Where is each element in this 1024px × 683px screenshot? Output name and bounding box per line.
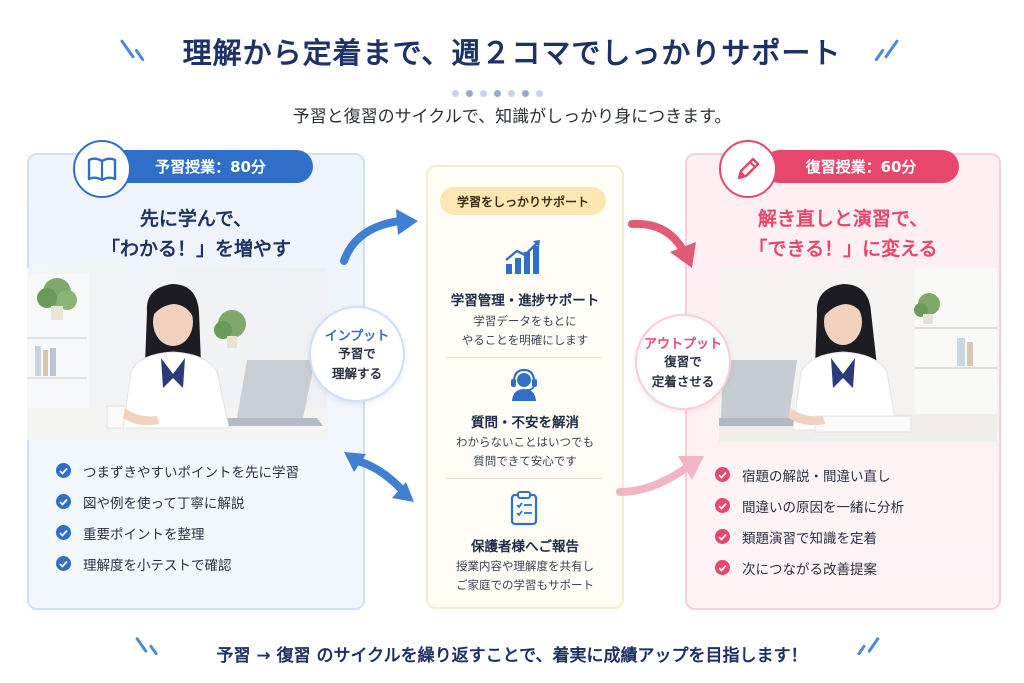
check-icon [715,498,730,513]
headset-icon [511,368,537,401]
list-item-text: 類題演習で知識を定着 [742,530,877,547]
support-pill-label: 学習をしっかりサポート [456,194,589,209]
page-title: 理解から定着まで、週２コマでしっかりサポート [182,36,842,70]
list-item: 図や例を使って丁寧に解説 [56,486,346,517]
preview-lesson-pill-label: 予習授業：80分 [155,158,266,176]
review-heading-line1: 解き直しと演習で、 [757,208,929,230]
support-pill: 学習をしっかりサポート [440,187,606,215]
divider [446,478,602,479]
support-section-desc-line: わからないことはいつでも [456,435,594,449]
list-item: 理解度を小テストで確認 [56,548,346,579]
review-heading: 解き直しと演習で、 「できる！」に変える [685,204,1001,264]
review-lesson-pill: 復習授業：60分 [763,150,959,183]
pencil-icon [737,157,760,180]
list-item: 宿題の解説・間違い直し [715,459,990,490]
output-bubble: アウトプット 復習で 定着させる [635,314,731,410]
support-section-title: 質問・不安を解消 [471,415,579,431]
list-item: 次につながる改善提案 [715,552,990,583]
support-section-desc-line: やることを明確にします [461,333,589,347]
support-panel [426,165,624,609]
student-study-photo [27,268,327,440]
review-heading-line2: 「できる！」に変える [748,238,938,260]
preview-heading-line1: 先に学んで、 [139,208,253,230]
list-item-text: 間違いの原因を一緒に分析 [742,499,904,516]
pencil-badge [719,140,777,198]
arrow-bottom-left [344,452,414,502]
book-icon [87,157,117,182]
list-item: 間違いの原因を一緒に分析 [715,490,990,521]
list-item: つまずきやすいポイントを先に学習 [56,455,346,486]
check-icon [56,463,71,478]
check-icon [56,525,71,540]
list-item-text: 図や例を使って丁寧に解説 [83,495,245,512]
page-subtitle: 予習と復習のサイクルで、知識がしっかり身につきます。 [292,107,732,127]
decor-dots [452,82,572,97]
input-bubble-title: インプット [324,328,390,344]
input-bubble: インプット 予習で 理解する [309,306,405,402]
list-item-text: つまずきやすいポイントを先に学習 [83,464,299,481]
check-icon [56,556,71,571]
clipboard-icon [510,491,538,526]
support-section-desc-line: 学習データをもとに [473,314,577,328]
support-section-desc-line: ご家庭での学習もサポート [456,578,594,592]
list-item-text: 理解度を小テストで確認 [83,557,232,574]
input-bubble-line: 理解する [331,365,382,381]
check-icon [715,560,730,575]
review-lesson-pill-label: 復習授業：60分 [805,158,917,176]
support-section-title: 保護者様へご報告 [471,539,579,555]
chart-icon [505,240,540,274]
output-bubble-title: アウトプット [643,336,722,352]
output-bubble-line: 復習で [664,353,702,369]
list-item-text: 次につながる改善提案 [742,561,877,578]
arrow-top-left [340,209,418,265]
review-checklist: 宿題の解説・間違い直し 間違いの原因を一緒に分析 類題演習で知識を定着 次につな… [715,459,990,583]
footer-message: 予習 → 復習 のサイクルを繰り返すことで、着実に成績アップを目指します！ [216,646,808,666]
student-writing-photo [719,268,997,442]
output-bubble-line: 定着させる [651,373,715,389]
list-item-text: 重要ポイントを整理 [83,526,205,543]
check-icon [56,494,71,509]
arrow-bottom-right [616,456,704,496]
support-section-title: 学習管理・進捗サポート [450,293,600,309]
book-badge [73,140,131,198]
support-section-desc-line: 質問できて安心です [473,454,577,468]
list-item: 類題演習で知識を定着 [715,521,990,552]
check-icon [715,529,730,544]
list-item: 重要ポイントを整理 [56,517,346,548]
support-section-desc: 授業内容や理解度を共有し ご家庭での学習もサポート [426,557,624,595]
input-bubble-line: 予習で [338,345,376,361]
support-section-desc: わからないことはいつでも 質問できて安心です [426,433,624,471]
preview-lesson-pill: 予習授業：80分 [108,150,313,183]
preview-heading-line2: 「わかる！」を増やす [100,238,291,260]
arrow-top-right [628,219,696,268]
preview-checklist: つまずきやすいポイントを先に学習 図や例を使って丁寧に解説 重要ポイントを整理 … [56,455,346,579]
preview-heading: 先に学んで、 「わかる！」を増やす [27,204,365,264]
list-item-text: 宿題の解説・間違い直し [742,468,891,485]
support-section-desc-line: 授業内容や理解度を共有し [456,559,594,573]
check-icon [715,467,730,482]
support-section-desc: 学習データをもとに やることを明確にします [426,312,624,350]
divider [446,357,602,358]
